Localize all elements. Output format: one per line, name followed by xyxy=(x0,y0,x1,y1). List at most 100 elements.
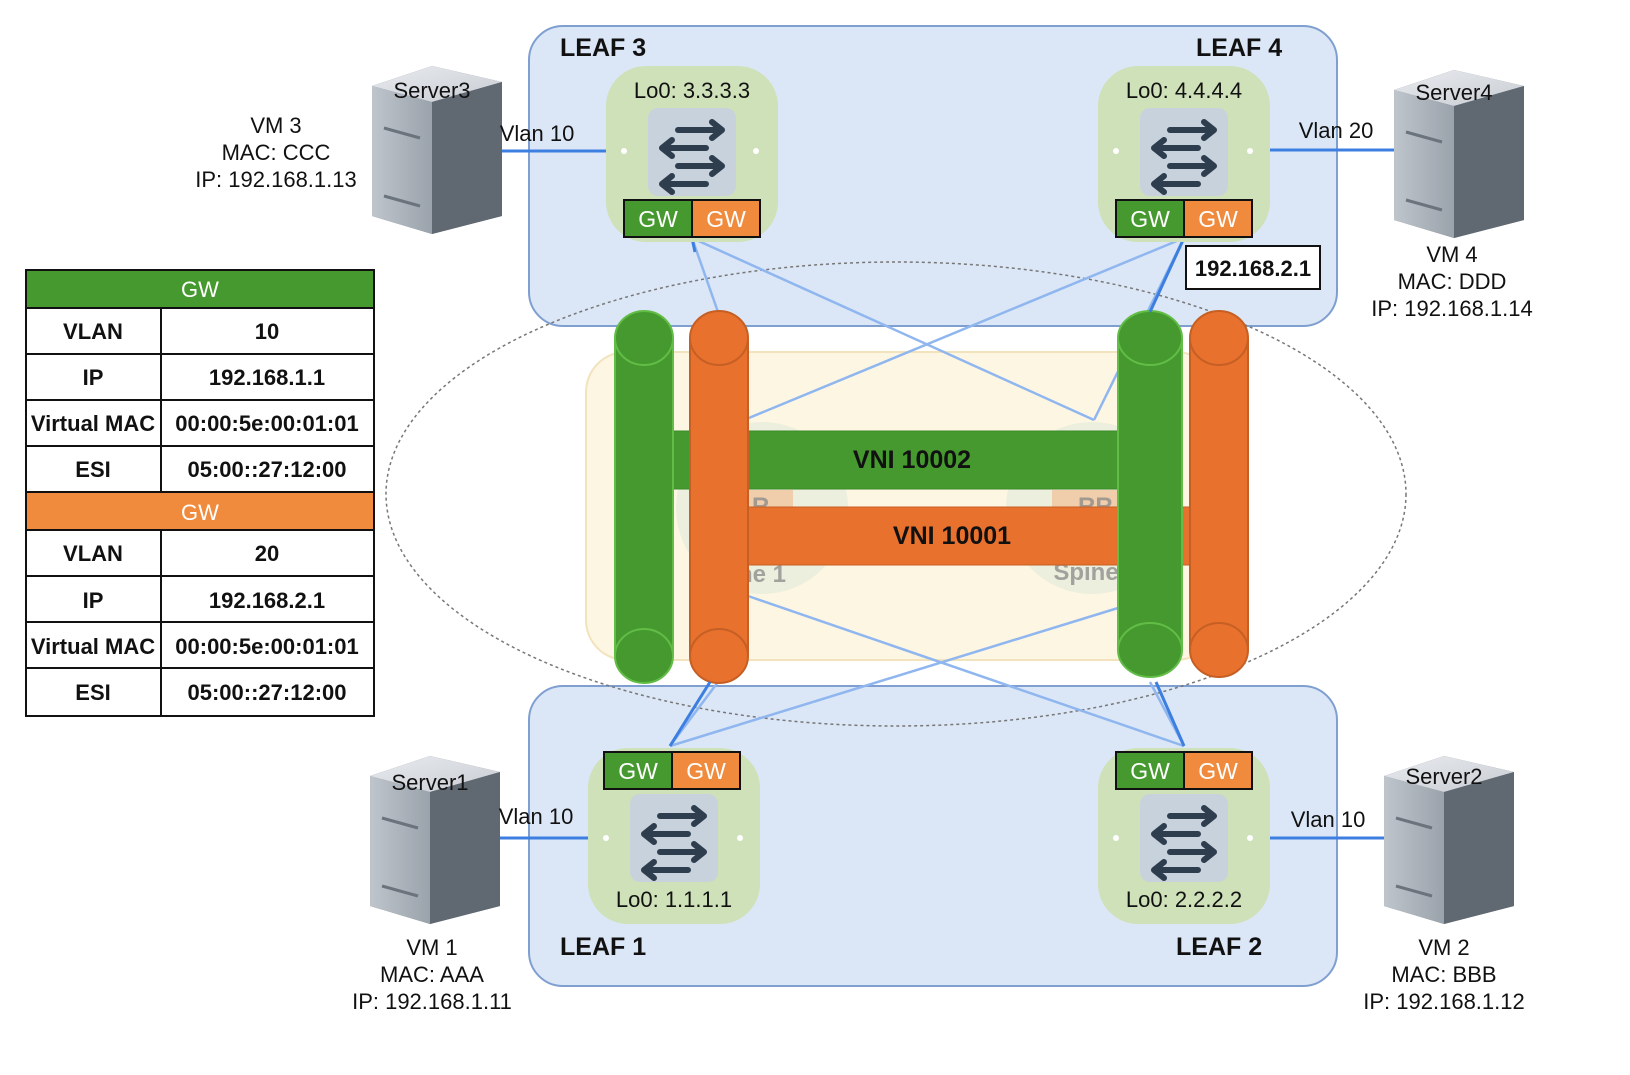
vm3-mac: MAC: CCC xyxy=(222,140,331,165)
cell-key: IP xyxy=(83,365,104,390)
leaf2-loopback: Lo0: 2.2.2.2 xyxy=(1126,887,1242,912)
vm2-mac: MAC: BBB xyxy=(1391,962,1496,987)
leaf2-gw-badges: GW GW xyxy=(1115,751,1253,790)
table-row: ESI 05:00::27:12:00 xyxy=(25,667,375,717)
cell-value: 00:00:5e:00:01:01 xyxy=(175,634,358,659)
leaf1-gw-badges: GW GW xyxy=(603,751,741,790)
link xyxy=(691,236,1095,422)
vm4-mac: MAC: DDD xyxy=(1398,269,1507,294)
leaf2-switch[interactable]: Lo0: 2.2.2.2 xyxy=(1098,748,1270,924)
cylinder-green-left xyxy=(614,310,674,684)
gw-label: GW xyxy=(686,758,726,784)
switch-icon xyxy=(630,794,718,882)
server1[interactable]: Server1 xyxy=(368,754,502,926)
gw-label: GW xyxy=(1198,758,1238,784)
gw-table: GW VLAN 10 IP 192.168.1.1 Virtual MAC 00… xyxy=(25,269,375,717)
cell-key: Virtual MAC xyxy=(31,634,155,659)
gw-table-orange-header xyxy=(25,491,375,531)
leaf1-title: LEAF 1 xyxy=(560,933,646,961)
port-dot xyxy=(737,835,743,841)
cell-value: 05:00::27:12:00 xyxy=(188,457,347,482)
gw-badge-orange xyxy=(1183,751,1253,790)
table-row: Virtual MAC 00:00:5e:00:01:01 xyxy=(25,621,375,669)
cell-key: VLAN xyxy=(63,319,123,344)
cell-key: VLAN xyxy=(63,541,123,566)
vm2-ip: IP: 192.168.1.12 xyxy=(1363,989,1524,1014)
server3-name: Server3 xyxy=(393,78,470,103)
server-links xyxy=(492,148,1396,840)
leaf1-loopback: Lo0: 1.1.1.1 xyxy=(616,887,732,912)
leaf4-gw-badges: GW GW xyxy=(1115,199,1253,238)
leaf4-loopback: Lo0: 4.4.4.4 xyxy=(1126,78,1242,103)
server2[interactable]: Server2 xyxy=(1382,754,1516,926)
table-row: IP 192.168.2.1 xyxy=(25,575,375,623)
link xyxy=(743,236,1185,422)
leaf3-switch[interactable]: Lo0: 3.3.3.3 xyxy=(606,66,778,242)
leaf4-switch[interactable]: Lo0: 4.4.4.4 xyxy=(1098,66,1270,242)
gw-label: GW xyxy=(706,206,746,232)
table-row: VLAN 10 xyxy=(25,307,375,355)
link xyxy=(668,681,712,747)
table-row: IP 192.168.1.1 xyxy=(25,353,375,401)
gw-label: GW xyxy=(638,206,678,232)
cell-value: 10 xyxy=(255,319,279,344)
leaf2-title: LEAF 2 xyxy=(1176,933,1262,961)
server4-name: Server4 xyxy=(1415,80,1492,105)
vm4-name: VM 4 xyxy=(1426,242,1477,267)
server1-vlan: Vlan 10 xyxy=(499,804,574,829)
leaf1-switch[interactable]: Lo0: 1.1.1.1 xyxy=(588,748,760,924)
cell-key: IP xyxy=(83,588,104,613)
cylinder-green-right xyxy=(1117,310,1183,678)
port-dot xyxy=(621,148,627,154)
vm2-name: VM 2 xyxy=(1418,935,1469,960)
server3-vlan: Vlan 10 xyxy=(500,121,575,146)
leaf-uplinks xyxy=(668,237,1186,747)
leaf3-loopback: Lo0: 3.3.3.3 xyxy=(634,78,750,103)
cell-value: 20 xyxy=(255,541,279,566)
table-row: VLAN 20 xyxy=(25,529,375,577)
gw-label: GW xyxy=(1130,206,1170,232)
cell-value: 05:00::27:12:00 xyxy=(188,680,347,705)
gw-badge-orange xyxy=(1183,199,1253,238)
gw-label: GW xyxy=(1130,758,1170,784)
vm3-ip: IP: 192.168.1.13 xyxy=(195,167,356,192)
gw-badge-orange xyxy=(671,751,741,790)
leaf4-gw-ip-box xyxy=(1185,245,1321,290)
cell-key: ESI xyxy=(75,680,110,705)
server3[interactable]: Server3 xyxy=(370,64,504,236)
link xyxy=(690,237,720,313)
switch-icon xyxy=(648,108,736,196)
gw-label: GW xyxy=(618,758,658,784)
cell-key: ESI xyxy=(75,457,110,482)
cell-value: 192.168.2.1 xyxy=(209,588,325,613)
leaf3-title: LEAF 3 xyxy=(560,34,646,62)
switch-icon xyxy=(1140,108,1228,196)
vm3-name: VM 3 xyxy=(250,113,301,138)
link xyxy=(1148,237,1186,313)
cell-key: Virtual MAC xyxy=(31,411,155,436)
cylinder-orange-right xyxy=(1189,310,1249,678)
port-dot xyxy=(603,835,609,841)
vm4-ip: IP: 192.168.1.14 xyxy=(1371,296,1532,321)
server4[interactable]: Server4 xyxy=(1392,68,1526,240)
cell-value: 00:00:5e:00:01:01 xyxy=(175,411,358,436)
link xyxy=(747,594,1185,748)
server2-name: Server2 xyxy=(1405,764,1482,789)
leaf4-gw-ip: 192.168.2.1 xyxy=(1195,256,1311,281)
link xyxy=(1154,681,1186,747)
switch-icon xyxy=(1140,794,1228,882)
vni-orange-label: VNI 10001 xyxy=(893,522,1011,550)
server1-name: Server1 xyxy=(391,770,468,795)
gw-table-orange-title: GW xyxy=(181,500,219,525)
link xyxy=(669,606,1119,748)
port-dot xyxy=(1247,148,1253,154)
fabric-boundary xyxy=(385,261,1407,727)
port-dot xyxy=(753,148,759,154)
server4-vlan: Vlan 20 xyxy=(1299,118,1374,143)
vm1-ip: IP: 192.168.1.11 xyxy=(352,989,512,1014)
server2-vlan: Vlan 10 xyxy=(1291,807,1366,832)
gw-table-green-title: GW xyxy=(181,277,219,302)
vm1-name: VM 1 xyxy=(406,935,457,960)
table-row: ESI 05:00::27:12:00 xyxy=(25,445,375,493)
